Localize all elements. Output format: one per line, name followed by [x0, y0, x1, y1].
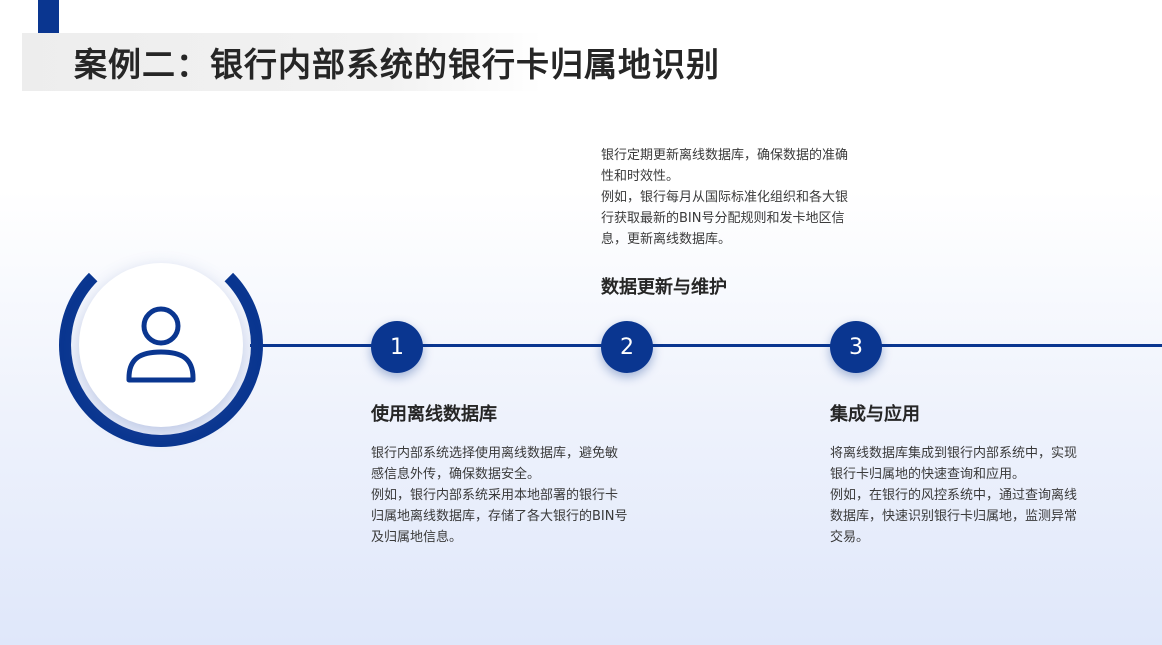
step-3-line: 交易。 [830, 530, 870, 545]
step-3-line: 银行卡归属地的快速查询和应用。 [830, 467, 1026, 482]
step-3-line: 将离线数据库集成到银行内部系统中，实现 [830, 446, 1078, 461]
page-title: 案例二：银行内部系统的银行卡归属地识别 [74, 45, 720, 84]
step-3-heading: 集成与应用 [830, 404, 920, 425]
step-3-description: 将离线数据库集成到银行内部系统中，实现 银行卡归属地的快速查询和应用。 例如，在… [830, 443, 1110, 548]
step-2-line: 银行定期更新离线数据库，确保数据的准确 [601, 148, 849, 163]
step-2-description: 银行定期更新离线数据库，确保数据的准确 性和时效性。 例如，银行每月从国际标准化… [601, 145, 881, 250]
timeline-line [250, 344, 1162, 347]
step-2-line: 行获取最新的BIN号分配规则和发卡地区信 [601, 211, 845, 226]
hero-icon-circle [79, 263, 243, 427]
step-1-line: 银行内部系统选择使用离线数据库，避免敏 [371, 446, 619, 461]
step-1-description: 银行内部系统选择使用离线数据库，避免敏 感信息外传，确保数据安全。 例如，银行内… [371, 443, 651, 548]
user-icon [126, 306, 196, 383]
step-3-node: 3 [830, 321, 882, 373]
step-3-line: 数据库，快速识别银行卡归属地，监测异常 [830, 509, 1078, 524]
step-1-line: 感信息外传，确保数据安全。 [371, 467, 541, 482]
step-1-heading: 使用离线数据库 [371, 404, 497, 425]
step-2-line: 例如，银行每月从国际标准化组织和各大银 [601, 190, 849, 205]
step-1-line: 例如，银行内部系统采用本地部署的银行卡 [371, 488, 619, 503]
step-2-line: 性和时效性。 [601, 169, 680, 184]
title-band [22, 33, 542, 91]
step-1-node: 1 [371, 321, 423, 373]
step-1-line: 及归属地信息。 [371, 530, 463, 545]
step-2-node: 2 [601, 321, 653, 373]
step-3-line: 例如，在银行的风控系统中，通过查询离线 [830, 488, 1078, 503]
step-2-heading: 数据更新与维护 [601, 277, 727, 298]
step-2-line: 息，更新离线数据库。 [601, 232, 732, 247]
step-1-line: 归属地离线数据库，存储了各大银行的BIN号 [371, 509, 628, 524]
